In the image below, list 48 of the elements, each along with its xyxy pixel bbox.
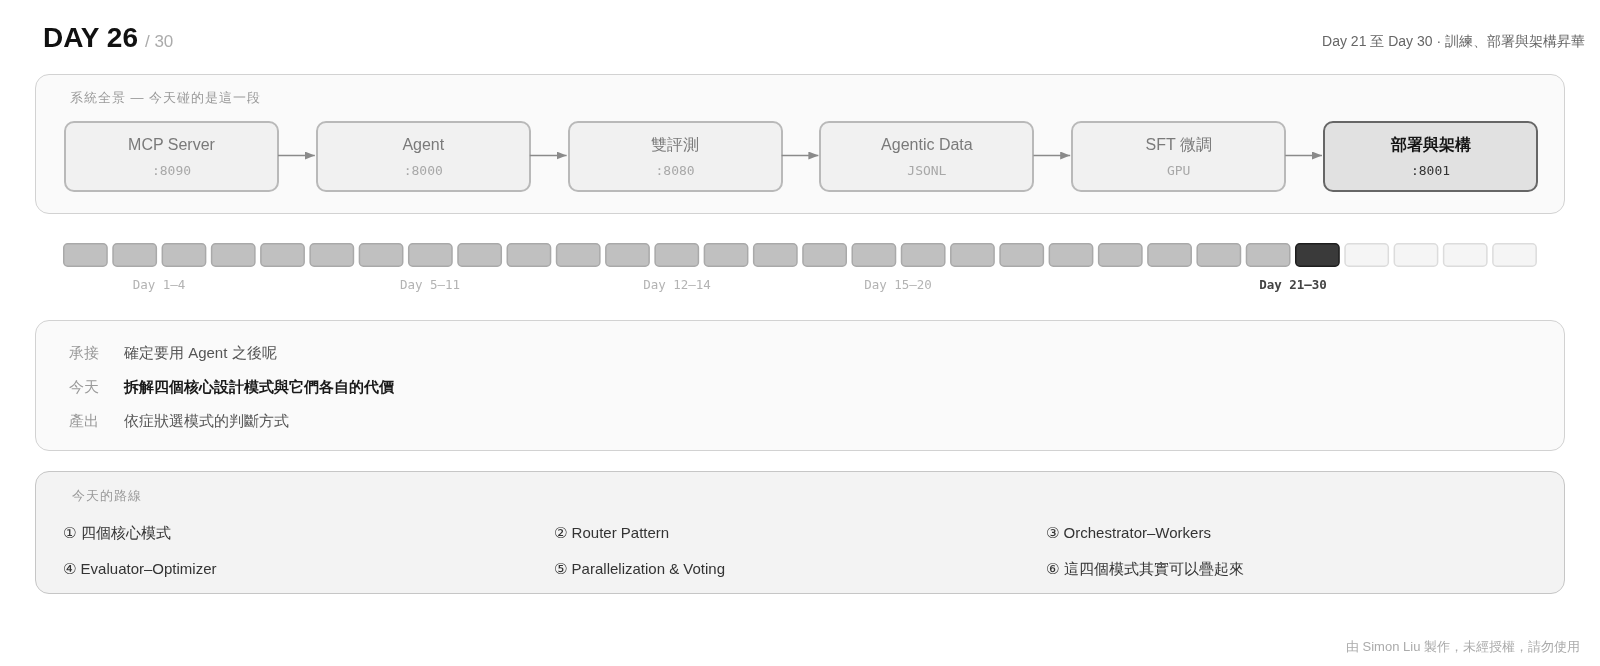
stage-title: Agent [402,134,445,155]
stage-title: 雙評測 [651,134,700,155]
stage-detail: GPU [1166,162,1191,179]
route-item: ② Router Pattern [554,523,670,543]
stage-box [819,121,1035,192]
row-key: 產出 [69,411,99,431]
panel-heading: 今天的路線 [72,487,142,505]
current-stage-box [1323,121,1538,192]
row-value: 依症狀選模式的判斷方式 [124,411,289,431]
page-title: DAY 26 [43,21,138,55]
stage-detail: :8090 [151,162,192,179]
current-phase-label: Day 21–30 [1259,276,1327,294]
row-key: 承接 [69,343,99,363]
stage-box [315,121,531,192]
stage-title: 部署與架構 [1390,134,1471,155]
route-panel [35,471,1565,594]
arrow [529,151,568,160]
phase-label: Day 15–20 [864,276,932,294]
stage-title: SFT 微調 [1145,134,1212,155]
stage-detail: :8001 [1410,162,1451,179]
phase-label: Day 12–14 [643,276,711,294]
series-subtitle: Day 21 至 Day 30 · 訓練、部署與架構昇華 [1322,32,1585,51]
route-item: ⑤ Parallelization & Voting [554,559,726,579]
stage-title: MCP Server [128,134,215,155]
arrow [1032,151,1071,160]
arrow [1284,151,1323,160]
stage-detail: JSONL [907,162,947,179]
stage-box [64,121,279,192]
day-total: / 30 [144,32,174,52]
route-item: ③ Orchestrator–Workers [1046,523,1211,543]
pipeline-panel [35,74,1565,214]
row-value: 確定要用 Agent 之後呢 [124,343,277,363]
stage-title: Agentic Data [881,134,973,155]
arrow [780,151,820,160]
credit-note: 由 Simon Liu 製作，未經授權，請勿使用 [1345,638,1580,656]
stage-detail: :8080 [655,162,695,179]
row-value: 拆解四個核心設計模式與它們各自的代價 [124,377,394,397]
route-item: ① 四個核心模式 [63,523,171,543]
route-item: ⑥ 這四個模式其實可以疊起來 [1046,559,1244,579]
phase-label: Day 5–11 [399,276,461,294]
phase-label: Day 1–4 [132,276,186,294]
route-item: ④ Evaluator–Optimizer [63,559,217,579]
row-key: 今天 [69,377,99,397]
stage-box [567,121,783,192]
stage-detail: :8000 [403,162,443,179]
arrow [277,151,316,160]
summary-panel [35,320,1565,451]
stage-box [1071,121,1287,192]
